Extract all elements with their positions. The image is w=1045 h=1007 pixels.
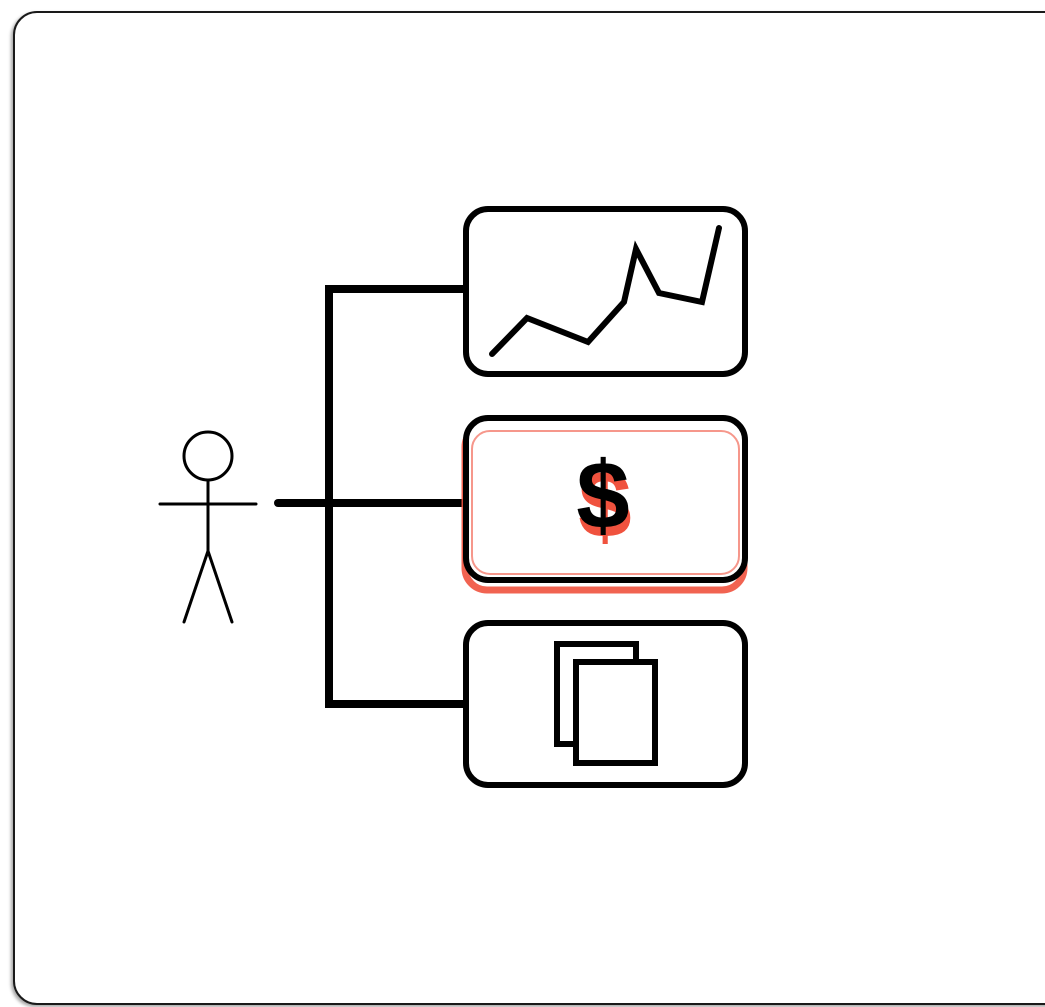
payment-box[interactable]: $ $ (461, 415, 748, 594)
tree-connector (274, 285, 469, 708)
dollar-sign-icon: $ $ (576, 442, 631, 558)
stick-figure-icon (158, 430, 258, 624)
chart-box[interactable] (463, 206, 748, 377)
dollar-sign-shadow: $ (578, 451, 631, 558)
documents-icon (554, 641, 658, 766)
documents-box[interactable] (463, 620, 748, 788)
line-chart-icon (489, 225, 722, 357)
dollar-sign-label: $ (576, 442, 629, 549)
